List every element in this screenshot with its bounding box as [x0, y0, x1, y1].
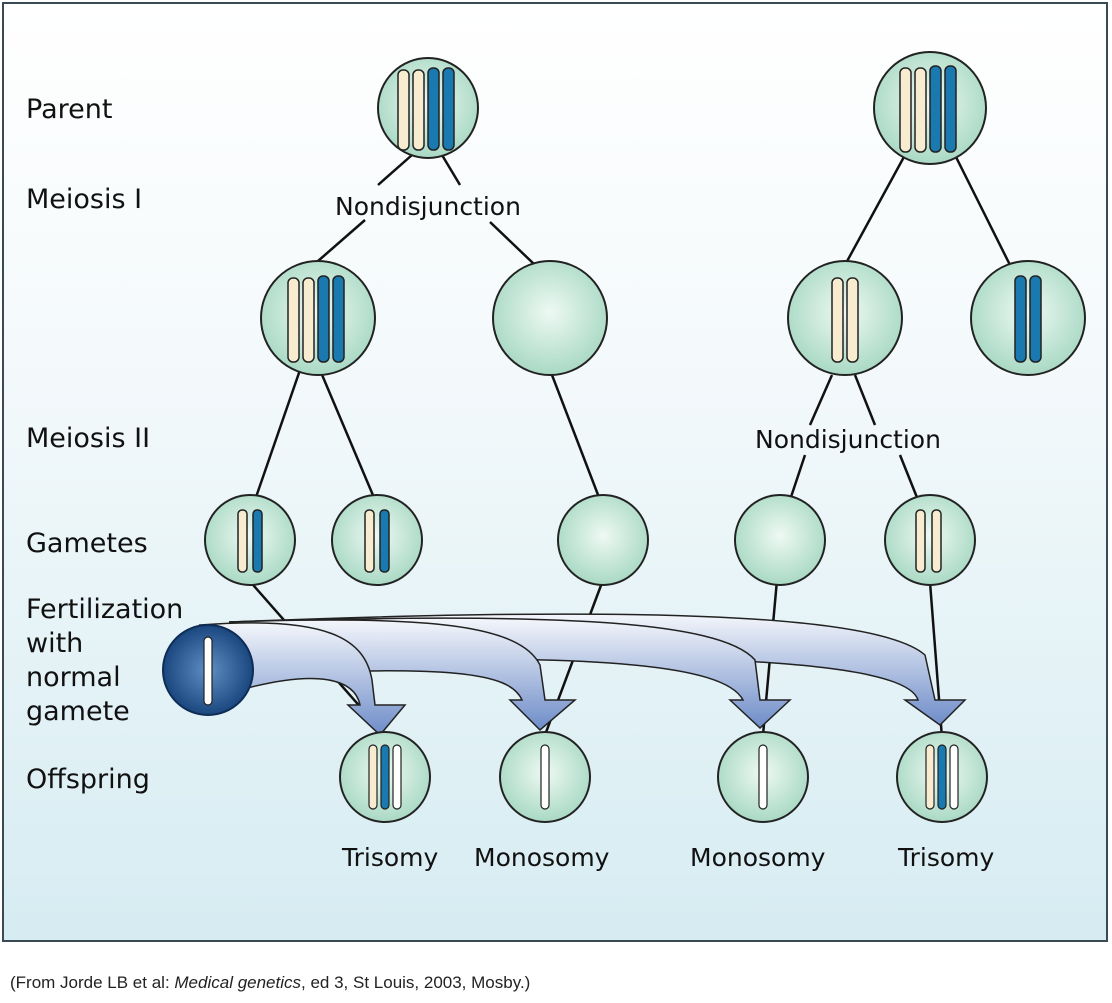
caption-prefix: (From Jorde LB et al: — [10, 973, 175, 992]
outcome-label-4: Trisomy — [897, 843, 994, 872]
caption-title: Medical genetics — [174, 973, 302, 992]
row-label-meiosis2: Meiosis II — [26, 423, 150, 454]
row-label-fertilization-3: normal — [26, 662, 121, 693]
gamete-2 — [331, 494, 423, 586]
row-label-fertilization-2: with — [26, 628, 83, 659]
normal-gamete — [162, 624, 254, 716]
row-label-fertilization-1: Fertilization — [26, 594, 183, 625]
row-label-gametes: Gametes — [26, 528, 148, 559]
outcome-label-3: Monosomy — [690, 843, 826, 872]
fertilization-arrows — [198, 613, 967, 737]
meiosis1-cell-left-a — [260, 260, 376, 376]
row-label-meiosis1: Meiosis I — [26, 184, 142, 215]
parent-cell-right — [873, 51, 987, 165]
nondisjunction-diagram: Parent Meiosis I Meiosis II Gametes Fert… — [26, 51, 1086, 872]
row-label-fertilization-4: gamete — [26, 696, 130, 727]
meiosis1-cell-right-b — [970, 260, 1086, 376]
offspring-3 — [717, 731, 809, 823]
meiosis1-cell-left-b — [492, 260, 608, 376]
meiosis1-cell-right-a — [787, 260, 903, 376]
gamete-4 — [734, 494, 826, 586]
gamete-1 — [204, 494, 296, 586]
gamete-3 — [557, 494, 649, 586]
caption-suffix: , ed 3, St Louis, 2003, Mosby.) — [301, 973, 531, 992]
row-label-offspring: Offspring — [26, 764, 150, 795]
row-label-parent: Parent — [26, 94, 112, 125]
source-caption: (From Jorde LB et al: Medical genetics, … — [10, 973, 530, 993]
event-nondisjunction-meiosis2: Nondisjunction — [755, 425, 941, 454]
gamete-5 — [884, 494, 976, 586]
offspring-4 — [896, 731, 988, 823]
offspring-2 — [499, 731, 591, 823]
offspring-1 — [339, 731, 431, 823]
outcome-label-1: Trisomy — [341, 843, 438, 872]
outcome-label-2: Monosomy — [474, 843, 610, 872]
event-nondisjunction-meiosis1: Nondisjunction — [335, 192, 521, 221]
parent-cell-left — [377, 57, 479, 159]
